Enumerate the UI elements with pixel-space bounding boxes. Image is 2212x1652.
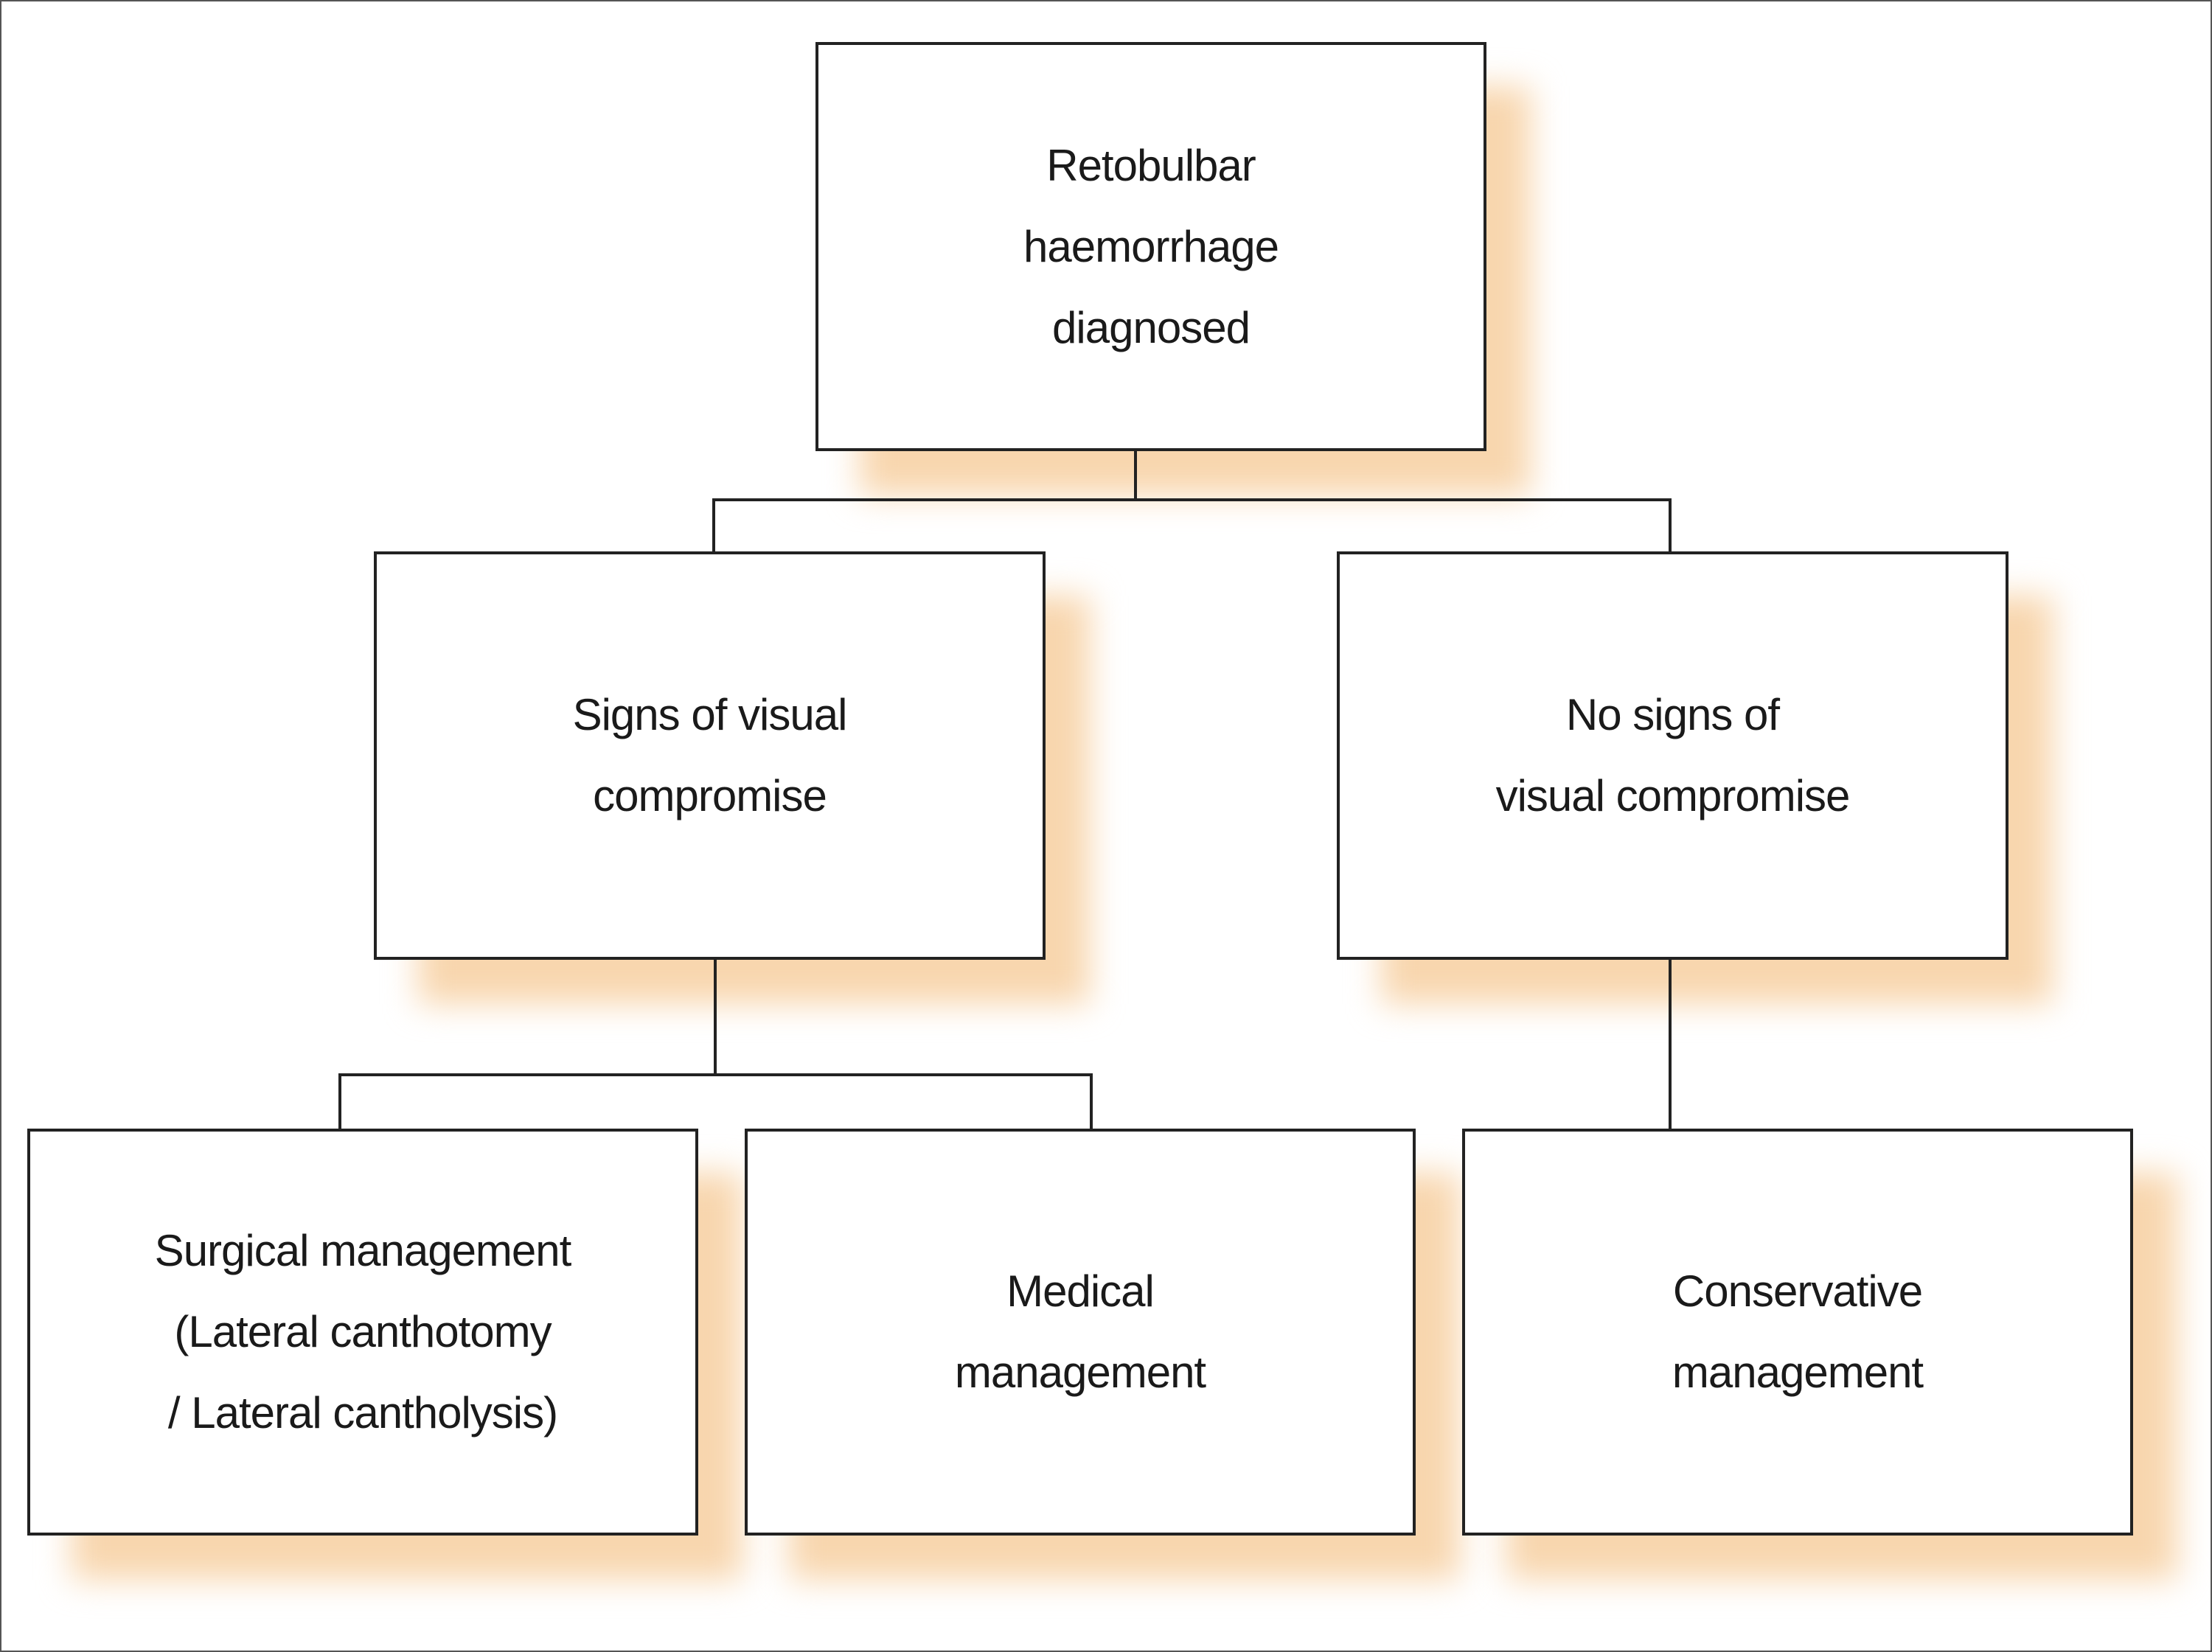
node-text: Medical <box>1006 1266 1155 1316</box>
node-text: visual compromise <box>1495 771 1851 820</box>
node-text: / Lateral cantholysis) <box>167 1388 558 1437</box>
node-text: haemorrhage <box>1023 221 1279 271</box>
node-text: management <box>1672 1348 1924 1397</box>
node-no-signs-of-visual-compromise: No signs of visual compromise <box>1337 551 2008 960</box>
node-text: management <box>954 1348 1206 1397</box>
node-text: diagnosed <box>1052 302 1251 352</box>
connector-to-medical <box>1090 1073 1093 1130</box>
node-text: Retobulbar <box>1046 140 1256 190</box>
connector-to-no-visual-compromise <box>1669 498 1672 553</box>
node-text: No signs of <box>1565 690 1780 739</box>
node-conservative-management: Conservative management <box>1462 1129 2133 1536</box>
connector-level3-bar <box>338 1073 1093 1076</box>
connector-to-visual-compromise <box>712 498 715 553</box>
connector-to-conservative <box>1669 960 1672 1130</box>
node-text: compromise <box>593 771 827 820</box>
connector-level2-bar <box>712 498 1672 501</box>
node-text: Signs of visual <box>572 690 848 739</box>
node-text: (Lateral canthotomy <box>174 1307 552 1356</box>
connector-visual-stem <box>714 960 717 1076</box>
node-text: Conservative <box>1672 1266 1923 1316</box>
node-text: Surgical management <box>154 1226 572 1275</box>
node-surgical-management: Surgical management (Lateral canthotomy … <box>27 1129 698 1536</box>
connector-root-stem <box>1134 451 1137 501</box>
node-signs-of-visual-compromise: Signs of visual compromise <box>374 551 1046 960</box>
node-medical-management: Medical management <box>745 1129 1416 1536</box>
connector-to-surgical <box>338 1073 341 1130</box>
node-haemorrhage-diagnosed: Retobulbar haemorrhage diagnosed <box>815 42 1486 451</box>
